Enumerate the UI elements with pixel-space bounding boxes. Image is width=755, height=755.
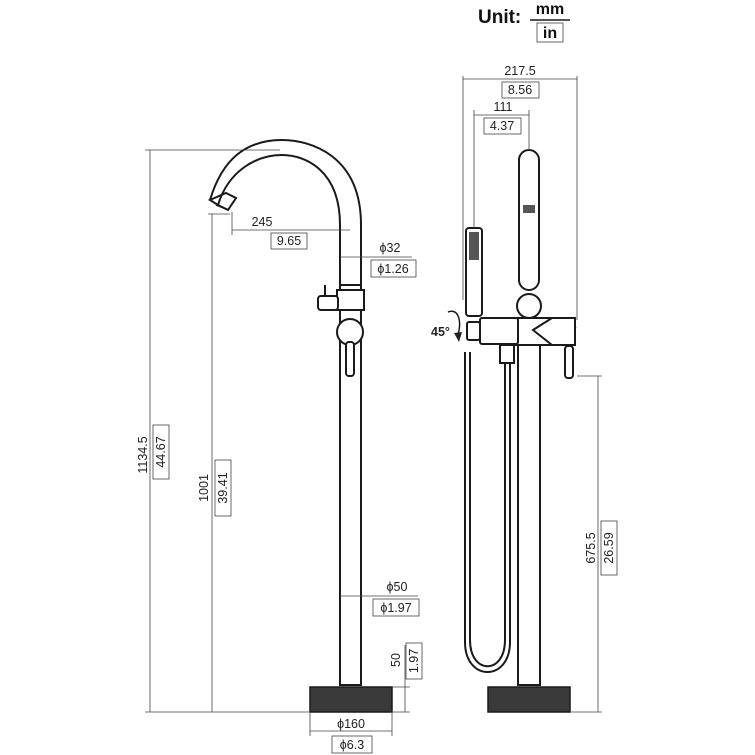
- unit-legend: Unit: mm in: [478, 1, 570, 43]
- reach-in-box: [270, 232, 308, 250]
- height-total-in: 44.67: [154, 436, 168, 467]
- offset-mm: 111: [493, 100, 512, 114]
- front-handle-lever: [345, 341, 355, 377]
- front-base: [309, 686, 393, 713]
- spout-height-in-box: [214, 459, 232, 517]
- unit-label: Unit:: [478, 7, 521, 28]
- side-valve-knob: [516, 293, 542, 319]
- front-view: [207, 138, 393, 713]
- spout-dia-in-box: [370, 259, 417, 278]
- offset-in: 4.37: [490, 119, 514, 133]
- side-column: [517, 344, 541, 686]
- column-dia-in-box: [372, 598, 420, 617]
- front-spout-inner: [209, 138, 362, 285]
- side-view: [464, 149, 577, 713]
- hose-outer: [469, 352, 506, 668]
- side-spout: [518, 149, 540, 291]
- front-dimensions: 1134.5 44.67 1001 39.41 245 9.65 ϕ32 ϕ1.…: [136, 149, 423, 754]
- side-diverter-block: [479, 317, 519, 345]
- column-dia-mm: ϕ50: [387, 580, 408, 594]
- spout-dia-mm: ϕ32: [380, 241, 401, 255]
- rotation-arrowhead: [454, 332, 462, 342]
- front-column: [339, 284, 362, 686]
- height-total-mm: 1134.5: [136, 436, 150, 473]
- spout-dia-in: ϕ1.26: [377, 262, 408, 276]
- front-spout-tip: [207, 191, 238, 212]
- unit-mm: mm: [536, 1, 564, 18]
- front-valve-collar: [336, 289, 365, 311]
- side-dimensions: 217.5 8.56 111 4.37 45° 675.5 26.59: [431, 64, 618, 713]
- base-height-in: 1.97: [407, 649, 421, 673]
- rotation-arrow: [447, 310, 461, 336]
- spout-height-in: 39.41: [216, 472, 230, 503]
- unit-in: in: [543, 25, 557, 42]
- width-mm: 217.5: [504, 64, 535, 78]
- side-rotating-knob: [466, 321, 481, 341]
- base-dia-in: ϕ6.3: [340, 738, 364, 752]
- column-dia-in: ϕ1.97: [380, 601, 411, 615]
- base-dia-mm: ϕ160: [337, 717, 365, 731]
- reach-mm: 245: [252, 215, 273, 229]
- valve-height-mm: 675.5: [584, 532, 598, 563]
- base-dia-in-box: [331, 735, 373, 754]
- unit-in-box: [536, 22, 564, 43]
- reach-in: 9.65: [277, 234, 301, 248]
- front-diverter: [317, 295, 339, 311]
- base-height-mm: 50: [389, 653, 403, 667]
- handshower-spray-dots: [469, 232, 479, 260]
- valve-height-in: 26.59: [602, 532, 616, 563]
- valve-height-in-box: [600, 520, 618, 576]
- base-height-in-box: [405, 642, 423, 680]
- width-in: 8.56: [508, 83, 532, 97]
- side-base: [487, 686, 571, 713]
- offset-in-box: [483, 117, 522, 135]
- side-handle-lever: [564, 345, 574, 379]
- height-total-in-box: [152, 424, 170, 480]
- spout-height-mm: 1001: [197, 474, 211, 502]
- front-spout-outer: [217, 153, 341, 285]
- width-in-box: [501, 81, 540, 99]
- rotation-label: 45°: [431, 325, 450, 339]
- hose-connector: [499, 344, 515, 364]
- hose-inner: [464, 352, 511, 673]
- side-spout-outlet: [523, 205, 535, 213]
